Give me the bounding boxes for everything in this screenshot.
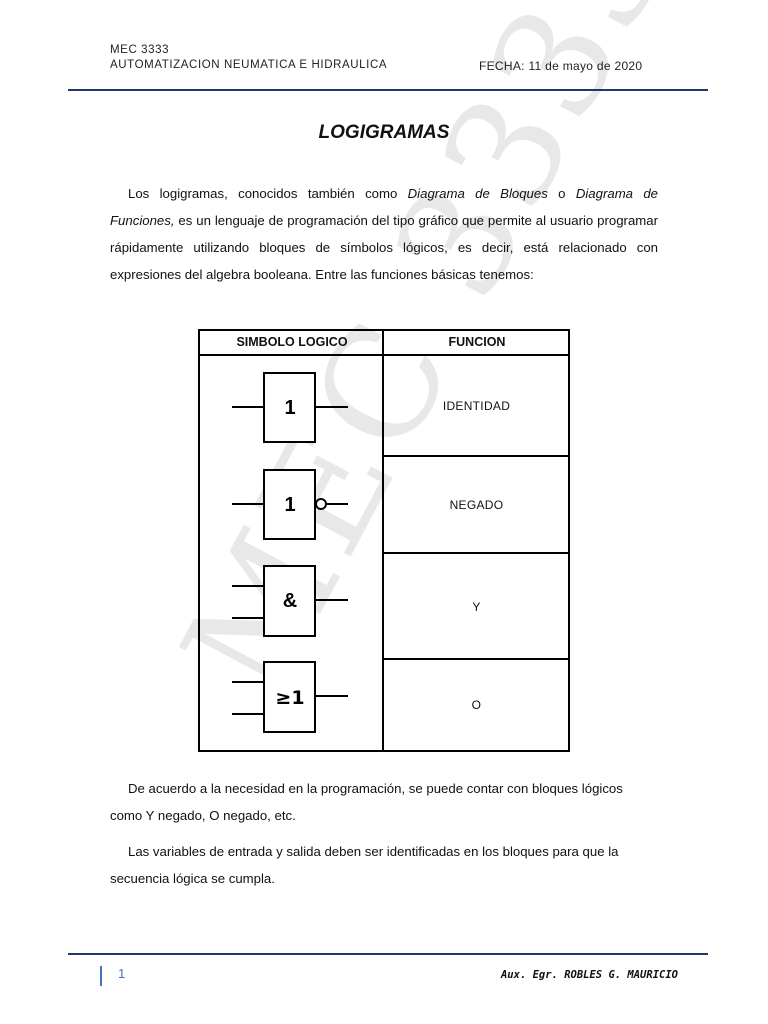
intro-text-3: es un lenguaje de programación del tipo … bbox=[110, 213, 658, 282]
table-header-function: FUNCION bbox=[448, 335, 506, 349]
logic-table bbox=[198, 329, 570, 752]
paragraph-3: Las variables de entrada y salida deben … bbox=[110, 844, 619, 886]
table-header-symbol: SIMBOLO LOGICO bbox=[236, 335, 348, 349]
function-negated: NEGADO bbox=[449, 498, 504, 512]
intro-text-2: o bbox=[547, 186, 576, 201]
table-row-divider bbox=[384, 658, 570, 660]
intro-em-1: Diagrama de Bloques bbox=[407, 186, 548, 201]
table-border-top bbox=[198, 329, 570, 331]
identity-gate-symbol: 1 bbox=[232, 372, 348, 443]
function-identity: IDENTIDAD bbox=[442, 399, 511, 413]
footer-rule bbox=[68, 953, 708, 955]
intro-em-2: Diagrama de Funciones, bbox=[110, 186, 659, 228]
and-gate-symbol: & bbox=[232, 565, 348, 637]
paragraph-2: De acuerdo a la necesidad en la programa… bbox=[110, 781, 623, 823]
or-gate-symbol: ≥1 bbox=[232, 661, 348, 733]
function-or: O bbox=[471, 698, 482, 712]
gate-label: & bbox=[283, 590, 297, 612]
table-column-divider bbox=[382, 329, 384, 752]
page-title: LOGIGRAMAS bbox=[318, 122, 450, 143]
not-gate-symbol: 1 bbox=[232, 469, 348, 540]
header-subject: AUTOMATIZACION NEUMATICA E HIDRAULICA bbox=[110, 59, 388, 71]
table-row-divider bbox=[384, 455, 570, 457]
gate-label: 1 bbox=[284, 494, 295, 516]
header-course: MEC 3333 bbox=[110, 44, 170, 56]
intro-paragraph: Los logigramas, conocidos también como D… bbox=[110, 180, 658, 288]
header-rule bbox=[68, 89, 708, 91]
gate-label: 1 bbox=[284, 397, 295, 419]
page-number: 1 bbox=[118, 966, 126, 981]
gate-label: ≥1 bbox=[275, 687, 304, 709]
table-border-right bbox=[568, 329, 570, 752]
function-and: Y bbox=[472, 600, 481, 614]
header-date: FECHA: 11 de mayo de 2020 bbox=[479, 59, 643, 73]
table-header-divider bbox=[198, 354, 570, 356]
table-border-left bbox=[198, 329, 200, 752]
table-border-bottom bbox=[198, 750, 570, 752]
table-row-divider bbox=[384, 552, 570, 554]
footer-accent-bar bbox=[100, 966, 102, 986]
footer-author: Aux. Egr. ROBLES G. MAURICIO bbox=[500, 969, 678, 981]
intro-text-1: Los logigramas, conocidos también como bbox=[128, 186, 408, 201]
